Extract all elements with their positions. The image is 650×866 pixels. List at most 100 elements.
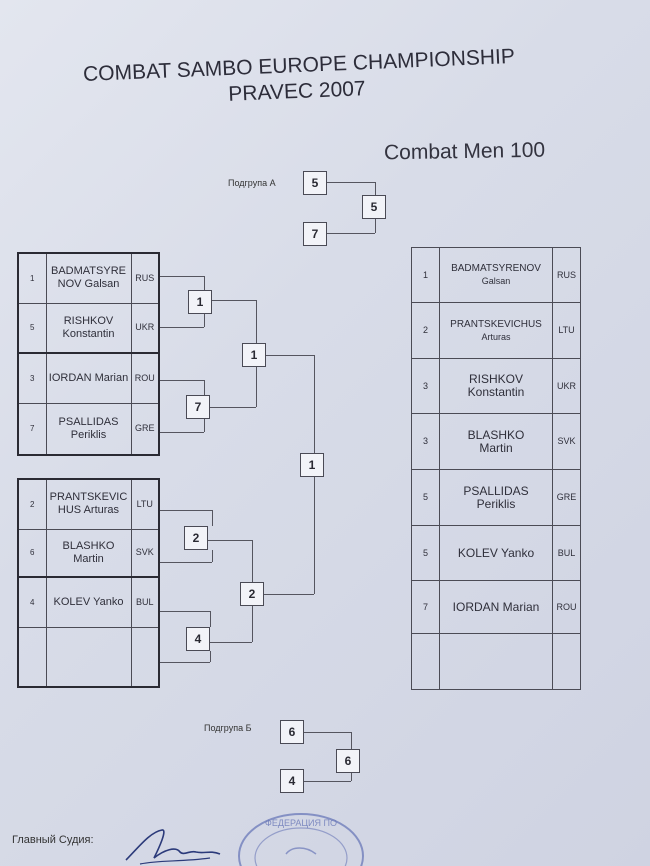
connector-line	[204, 419, 205, 432]
athlete-surname: BLASHKO	[467, 427, 525, 442]
connector-line	[160, 510, 212, 511]
athlete-firstname: Konstantin	[467, 385, 525, 399]
athlete-surname: BADMATSYRENOV	[451, 263, 541, 274]
place-number: 7	[411, 580, 440, 634]
connector-line	[160, 276, 204, 277]
stamp-image: ФЕДЕРАЦИЯ ПО	[238, 813, 364, 866]
country-code: GRE	[130, 402, 160, 456]
weight-class-title: Combat Men 100	[383, 138, 546, 165]
connector-line	[314, 355, 315, 453]
connector-line	[256, 300, 257, 343]
country-code: SVK	[552, 413, 581, 470]
seed-number	[17, 626, 47, 688]
athlete-firstname: Arturas	[481, 331, 511, 342]
connector-line	[252, 606, 253, 642]
round1-box-d: 4	[186, 627, 210, 651]
subgroup-b-label: Подгрупа Б	[204, 723, 252, 733]
signature-image	[125, 829, 221, 865]
connector-line	[375, 182, 376, 195]
athlete-name: BADMATSYRE NOV Galsan	[45, 252, 132, 304]
connector-line	[304, 781, 351, 782]
country-code	[552, 633, 581, 690]
connector-line	[327, 233, 375, 234]
athlete-surname: RISHKOV	[468, 372, 523, 386]
athlete-name-cell	[439, 633, 553, 690]
connector-line	[210, 642, 252, 643]
subgroup-a-label: Подгрупа А	[228, 178, 276, 188]
connector-line	[256, 367, 257, 407]
connector-line	[160, 327, 204, 328]
place-number: 3	[411, 413, 440, 470]
connector-line	[304, 732, 351, 733]
connector-line	[160, 611, 210, 612]
athlete-surname: PRANTSKEVICHUS	[450, 318, 542, 330]
athlete-surname: KOLEV Yanko	[457, 545, 535, 560]
athlete-name-cell: IORDAN Marian	[439, 580, 553, 634]
chief-judge-label: Главный Судия:	[12, 834, 94, 846]
athlete-name	[45, 626, 132, 688]
stamp-text: ФЕДЕРАЦИЯ ПО	[265, 818, 337, 828]
country-code: LTU	[130, 478, 160, 530]
subgroup-b-box-bottom: 4	[280, 769, 304, 793]
country-code	[130, 626, 160, 688]
connector-line	[210, 611, 211, 627]
country-code: UKR	[552, 358, 581, 414]
country-code: UKR	[130, 302, 160, 354]
table-row: 1 BADMATSYRE NOV Galsan RUS	[17, 252, 160, 304]
subgroup-b-box-top: 6	[280, 720, 304, 744]
connector-line	[212, 510, 213, 526]
country-code: ROU	[130, 352, 160, 404]
athlete-name: PSALLIDAS Periklis	[45, 402, 132, 456]
subgroup-a-box-top: 5	[303, 171, 327, 195]
table-row: 7 PSALLIDAS Periklis GRE	[17, 402, 160, 456]
country-code: RUS	[130, 252, 160, 304]
place-number: 5	[411, 525, 440, 581]
connector-line	[208, 540, 252, 541]
athlete-surname: IORDAN Marian	[452, 599, 540, 614]
athlete-name: BLASHKO Martin	[45, 528, 132, 578]
final-box: 1	[300, 453, 324, 477]
connector-line	[160, 562, 212, 563]
athlete-name: PRANTSKEVIC HUS Arturas	[45, 478, 132, 530]
connector-line	[351, 773, 352, 781]
connector-line	[264, 594, 314, 595]
connector-line	[204, 276, 205, 290]
connector-line	[266, 355, 314, 356]
table-row: 5 KOLEV Yanko BUL	[411, 525, 581, 581]
athlete-name: KOLEV Yanko	[45, 576, 132, 628]
subgroup-b-winner-box: 6	[336, 749, 360, 773]
seed-number: 5	[17, 302, 47, 354]
athlete-name: IORDAN Marian	[45, 352, 132, 404]
connector-line	[314, 477, 315, 594]
table-row: 6 BLASHKO Martin SVK	[17, 528, 160, 578]
table-row: 2 PRANTSKEVIC HUS Arturas LTU	[17, 478, 160, 530]
subgroup-a-box-bottom: 7	[303, 222, 327, 246]
seed-number: 6	[17, 528, 47, 578]
connector-line	[204, 380, 205, 395]
connector-line	[327, 182, 375, 183]
seed-number: 2	[17, 478, 47, 530]
connector-line	[351, 732, 352, 749]
country-code: RUS	[552, 247, 581, 303]
connector-line	[212, 550, 213, 562]
connector-line	[204, 314, 205, 327]
table-row: 5 RISHKOV Konstantin UKR	[17, 302, 160, 354]
round1-box-c: 2	[184, 526, 208, 550]
table-row	[411, 633, 581, 690]
round2-box-top: 1	[242, 343, 266, 367]
round1-box-a: 1	[188, 290, 212, 314]
connector-line	[160, 662, 210, 663]
athlete-surname: PSALLIDAS	[463, 483, 529, 498]
athlete-name-cell: KOLEV Yanko	[439, 525, 553, 581]
country-code: ROU	[552, 580, 581, 634]
